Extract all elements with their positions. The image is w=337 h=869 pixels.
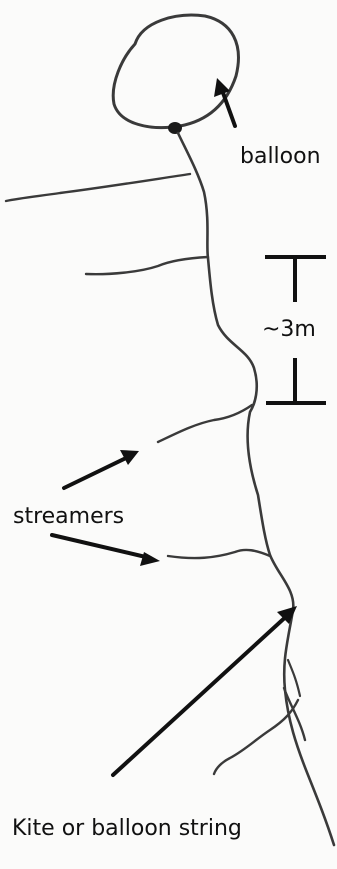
streamer-top [4, 172, 192, 203]
tether-line [176, 131, 336, 847]
streamer-upper-middle [84, 255, 210, 276]
streamer-middle [156, 403, 254, 444]
string-arrow-head [277, 606, 297, 624]
spacing-label: ~3m [262, 317, 316, 342]
string-label: Kite or balloon string [12, 816, 242, 841]
streamer-bottom [282, 686, 307, 742]
streamer-lower [166, 548, 272, 560]
string-arrow-line [111, 611, 292, 777]
streamer-bottom-left [212, 698, 300, 776]
streamer-arrow-upper-line [62, 455, 130, 490]
streamer-arrow-lower-head [140, 552, 160, 566]
balloon-knot [168, 122, 182, 134]
balloon-arrow-line [220, 88, 237, 128]
streamer-arrow-upper-head [120, 450, 139, 465]
balloon-label: balloon [240, 144, 321, 169]
balloon-shape [111, 13, 240, 130]
streamer-bottom-branch [286, 658, 302, 698]
balloon-arrow-head [214, 78, 230, 97]
streamers-label: streamers [13, 504, 124, 529]
streamer-arrow-lower-line [50, 533, 152, 560]
